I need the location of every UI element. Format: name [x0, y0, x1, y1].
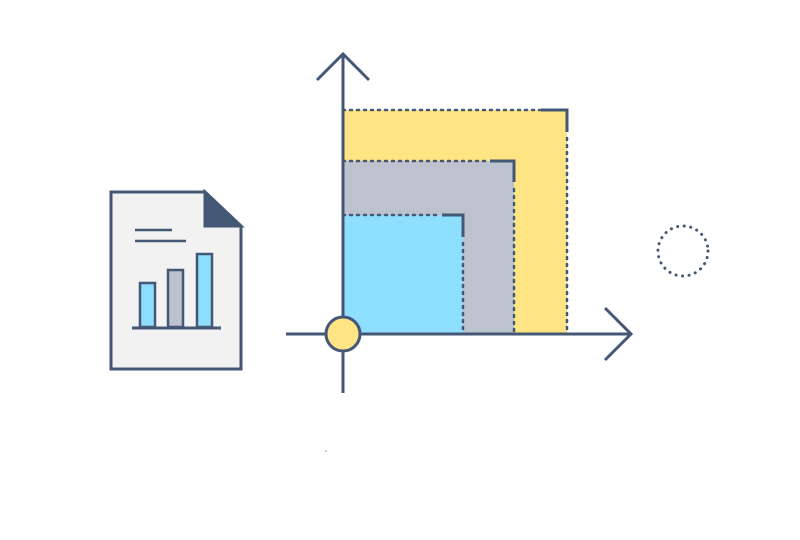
origin-dot-icon	[324, 315, 362, 353]
document-corner-fold	[203, 188, 245, 228]
square-blue	[343, 215, 463, 334]
y-axis-arrowhead	[315, 51, 371, 82]
speck	[325, 450, 327, 452]
document-bar	[166, 268, 185, 329]
dotted-circle-icon	[656, 224, 710, 278]
nested-squares-icon	[341, 108, 569, 334]
document-bar	[138, 281, 157, 329]
bar-chart-document-icon	[109, 188, 245, 371]
x-axis-arrowhead	[603, 306, 634, 362]
document-bar	[195, 252, 214, 329]
